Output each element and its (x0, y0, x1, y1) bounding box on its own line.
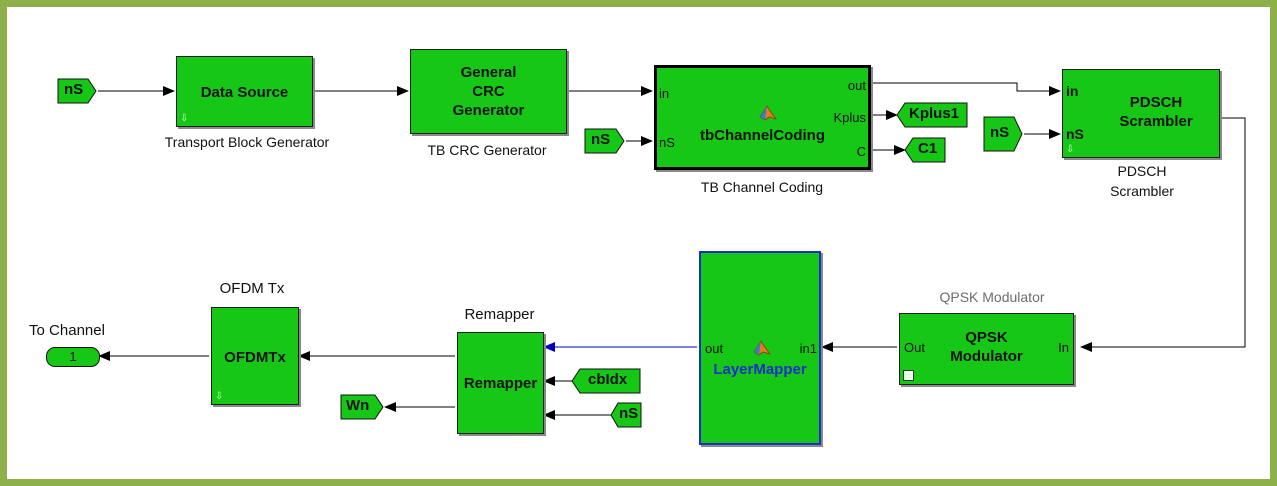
pdsch-scrambler-block[interactable]: in nS PDSCH Scrambler ⇩ (1062, 69, 1220, 158)
port-ns: nS (659, 135, 675, 150)
mask-icon: ⇩ (215, 391, 224, 402)
goto-tag-wn[interactable]: Wn (340, 394, 385, 420)
ofdm-tx-block[interactable]: OFDMTx ⇩ (211, 307, 299, 405)
tag-label: Wn (346, 397, 370, 414)
remapper-caption: Remapper (464, 306, 535, 323)
port-c: C (856, 144, 866, 159)
layer-mapper-block[interactable]: out in1 LayerMapper (699, 251, 821, 445)
goto-tag-ns-4[interactable]: nS (610, 402, 643, 428)
block-label: QPSK Modulator (950, 329, 1023, 365)
tag-label: nS (64, 81, 84, 98)
qpsk-caption: QPSK Modulator (939, 289, 1045, 305)
block-label: Data Source (200, 84, 289, 101)
port-out: Out (904, 340, 925, 355)
port-out: out (705, 341, 724, 356)
mask-icon: ⇩ (180, 113, 189, 124)
tag-label: nS (591, 131, 611, 148)
channel-coding-caption: TB Channel Coding (700, 179, 824, 195)
goto-tag-kplus[interactable]: Kplus1 (896, 102, 969, 128)
mask-icon: ⇩ (1066, 144, 1075, 155)
data-source-caption: Transport Block Generator (164, 134, 330, 150)
goto-tag-ns-1[interactable]: nS (57, 78, 98, 104)
matlab-function-icon (759, 105, 778, 121)
block-label: OFDMTx (224, 349, 286, 366)
signal-lines (98, 82, 1246, 420)
goto-tag-ns-3[interactable]: nS (983, 116, 1024, 152)
channel-coding-block[interactable]: in nS out Kplus C tbChannelCoding (654, 65, 871, 170)
goto-tag-c[interactable]: C1 (904, 137, 947, 163)
tag-label: nS (619, 405, 639, 422)
block-label: Remapper (463, 375, 538, 392)
port-out: out (847, 78, 866, 93)
port-in: in (659, 86, 670, 101)
tag-label: C1 (918, 140, 938, 157)
wire-scrambler-to-qpsk (1080, 117, 1246, 352)
tag-label: nS (990, 124, 1010, 141)
subsystem-icon (903, 370, 914, 381)
data-source-block[interactable]: Data Source ⇩ (176, 56, 313, 127)
outport-label: To Channel (29, 322, 105, 339)
ofdm-caption: OFDM Tx (219, 280, 285, 297)
crc-generator-caption: TB CRC Generator (427, 142, 547, 158)
block-label: PDSCH Scrambler (1119, 94, 1193, 130)
tag-label: Kplus1 (909, 105, 960, 122)
block-label: LayerMapper (713, 361, 807, 378)
remapper-block[interactable]: Remapper (457, 332, 544, 434)
block-label: tbChannelCoding (700, 127, 825, 144)
block-label: General CRC Generator (452, 64, 525, 119)
goto-tag-cbidx[interactable]: cbIdx (571, 368, 642, 394)
tag-label: cbIdx (588, 371, 628, 388)
port-in1: in1 (799, 341, 817, 356)
model-canvas: nS Data Source ⇩ Transport Block Generat… (7, 7, 1270, 479)
port-in: in (1066, 83, 1079, 99)
pdsch-scrambler-caption: PDSCH Scrambler (1110, 163, 1174, 199)
goto-tag-ns-2[interactable]: nS (584, 128, 626, 154)
port-kplus: Kplus (833, 110, 866, 125)
port-ns: nS (1066, 126, 1084, 142)
port-in: In (1058, 340, 1069, 355)
matlab-function-icon (753, 340, 772, 356)
outport-number: 1 (69, 349, 77, 364)
qpsk-modulator-block[interactable]: Out In QPSK Modulator (899, 313, 1074, 385)
wire-coding-out-to-scrambler (871, 82, 1061, 96)
outport-block[interactable]: 1 (46, 347, 100, 367)
crc-generator-block[interactable]: General CRC Generator (410, 49, 567, 134)
